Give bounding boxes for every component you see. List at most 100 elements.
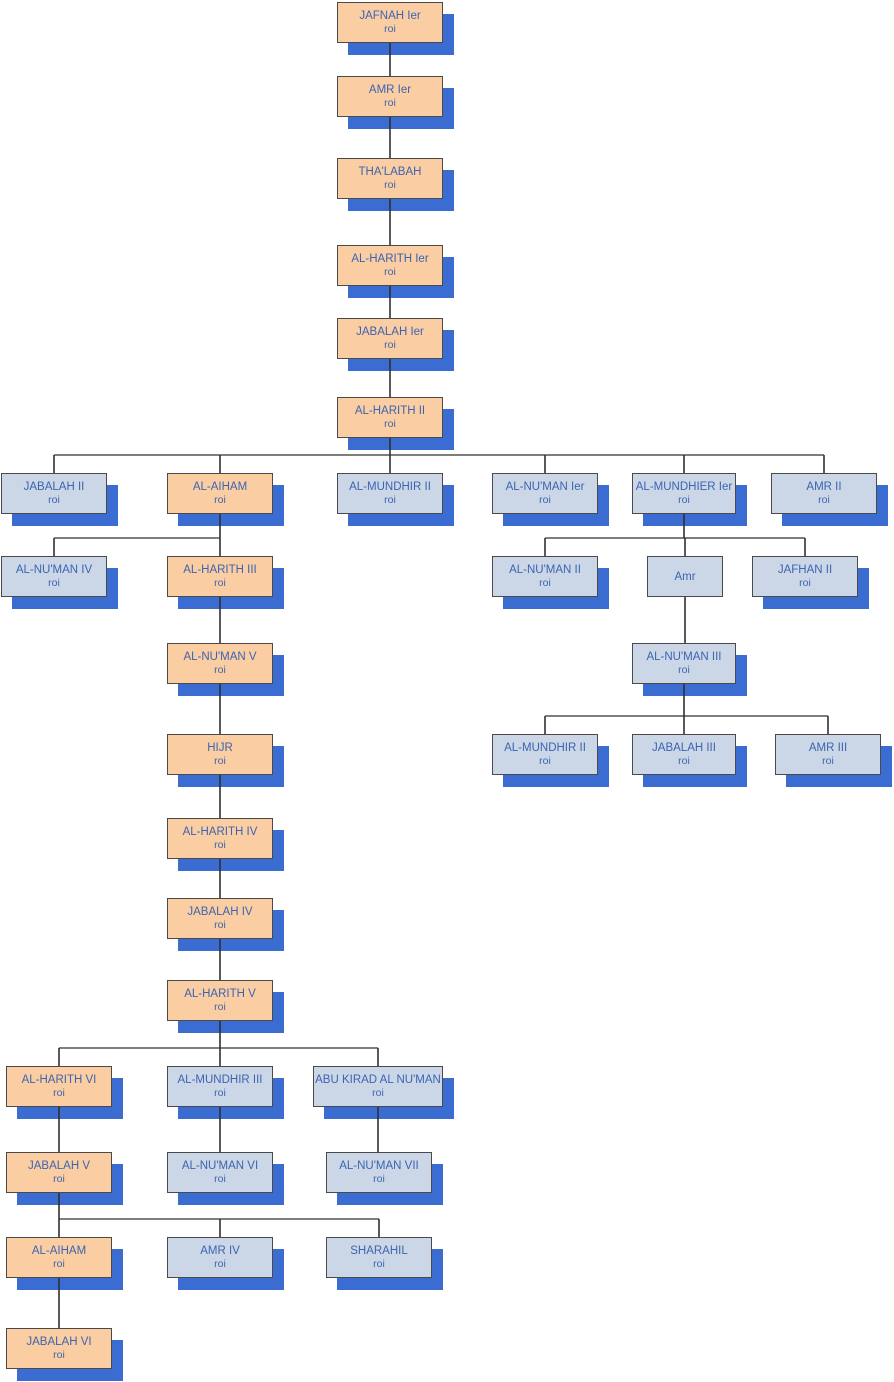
person-name: THA'LABAH [358, 166, 422, 178]
person-title: roi [214, 919, 226, 931]
person-title: roi [384, 494, 396, 506]
person-name: JAFHAN II [777, 564, 833, 576]
person-name: JABALAH IV [187, 906, 253, 918]
person-title: roi [678, 494, 690, 506]
person-name: AMR II [806, 481, 842, 493]
person-name: AL-NU'MAN IV [15, 564, 93, 576]
person-name: HIJR [207, 742, 233, 754]
person-title: roi [539, 577, 551, 589]
person-name: AL-NU'MAN II [509, 564, 581, 576]
person-title: roi [799, 577, 811, 589]
person-name: AL-AIHAM [31, 1245, 87, 1257]
person-name: JABALAH V [28, 1160, 90, 1172]
person-name: AL-NU'MAN VII [339, 1160, 419, 1172]
person-title: roi [384, 266, 396, 278]
person-title: roi [53, 1258, 65, 1270]
person-title: roi [53, 1349, 65, 1361]
person-name: AL-NU'MAN Ier [505, 481, 585, 493]
person-name: JABALAH II [23, 481, 85, 493]
person-name: SHARAHIL [350, 1245, 408, 1257]
person-title: roi [372, 1087, 384, 1099]
person-name: AL-HARITH III [183, 564, 257, 576]
person-name: JABALAH VI [26, 1336, 92, 1348]
person-name: AL-HARITH Ier [351, 253, 429, 265]
person-title: roi [48, 494, 60, 506]
person-title: roi [384, 179, 396, 191]
person-title: roi [214, 664, 226, 676]
person-title: roi [214, 1258, 226, 1270]
person-title: roi [53, 1087, 65, 1099]
person-title: roi [384, 23, 396, 35]
person-title: roi [214, 1001, 226, 1013]
person-title: roi [214, 577, 226, 589]
person-title: roi [384, 97, 396, 109]
person-name: AL-HARITH II [354, 405, 426, 417]
person-title: roi [678, 664, 690, 676]
person-name: AL-MUNDHIER Ier [635, 481, 733, 493]
tree-node-amr_: Amr [647, 556, 723, 597]
person-name: AL-AIHAM [192, 481, 248, 493]
person-title: roi [373, 1173, 385, 1185]
person-title: roi [678, 755, 690, 767]
person-title: roi [818, 494, 830, 506]
person-name: AL-HARITH V [184, 988, 256, 1000]
person-name: AL-NU'MAN III [646, 651, 722, 663]
person-name: AMR III [808, 742, 848, 754]
person-title: roi [373, 1258, 385, 1270]
person-title: roi [214, 839, 226, 851]
person-title: roi [539, 494, 551, 506]
person-title: roi [384, 418, 396, 430]
person-name: JAFNAH Ier [359, 10, 421, 22]
person-name: AL-MUNDHIR II [349, 481, 431, 493]
person-name: Amr [674, 570, 696, 583]
person-name: AMR Ier [368, 84, 412, 96]
person-title: roi [48, 577, 60, 589]
person-name: AL-NU'MAN VI [181, 1160, 259, 1172]
person-name: AMR IV [200, 1245, 240, 1257]
person-name: JABALAH Ier [356, 326, 424, 338]
person-title: roi [214, 755, 226, 767]
person-title: roi [384, 339, 396, 351]
person-title: roi [214, 494, 226, 506]
person-title: roi [214, 1173, 226, 1185]
person-title: roi [539, 755, 551, 767]
person-name: AL-MUNDHIR II [504, 742, 586, 754]
person-title: roi [822, 755, 834, 767]
person-name: JABALAH III [652, 742, 716, 754]
person-name: AL-MUNDHIR III [177, 1074, 263, 1086]
